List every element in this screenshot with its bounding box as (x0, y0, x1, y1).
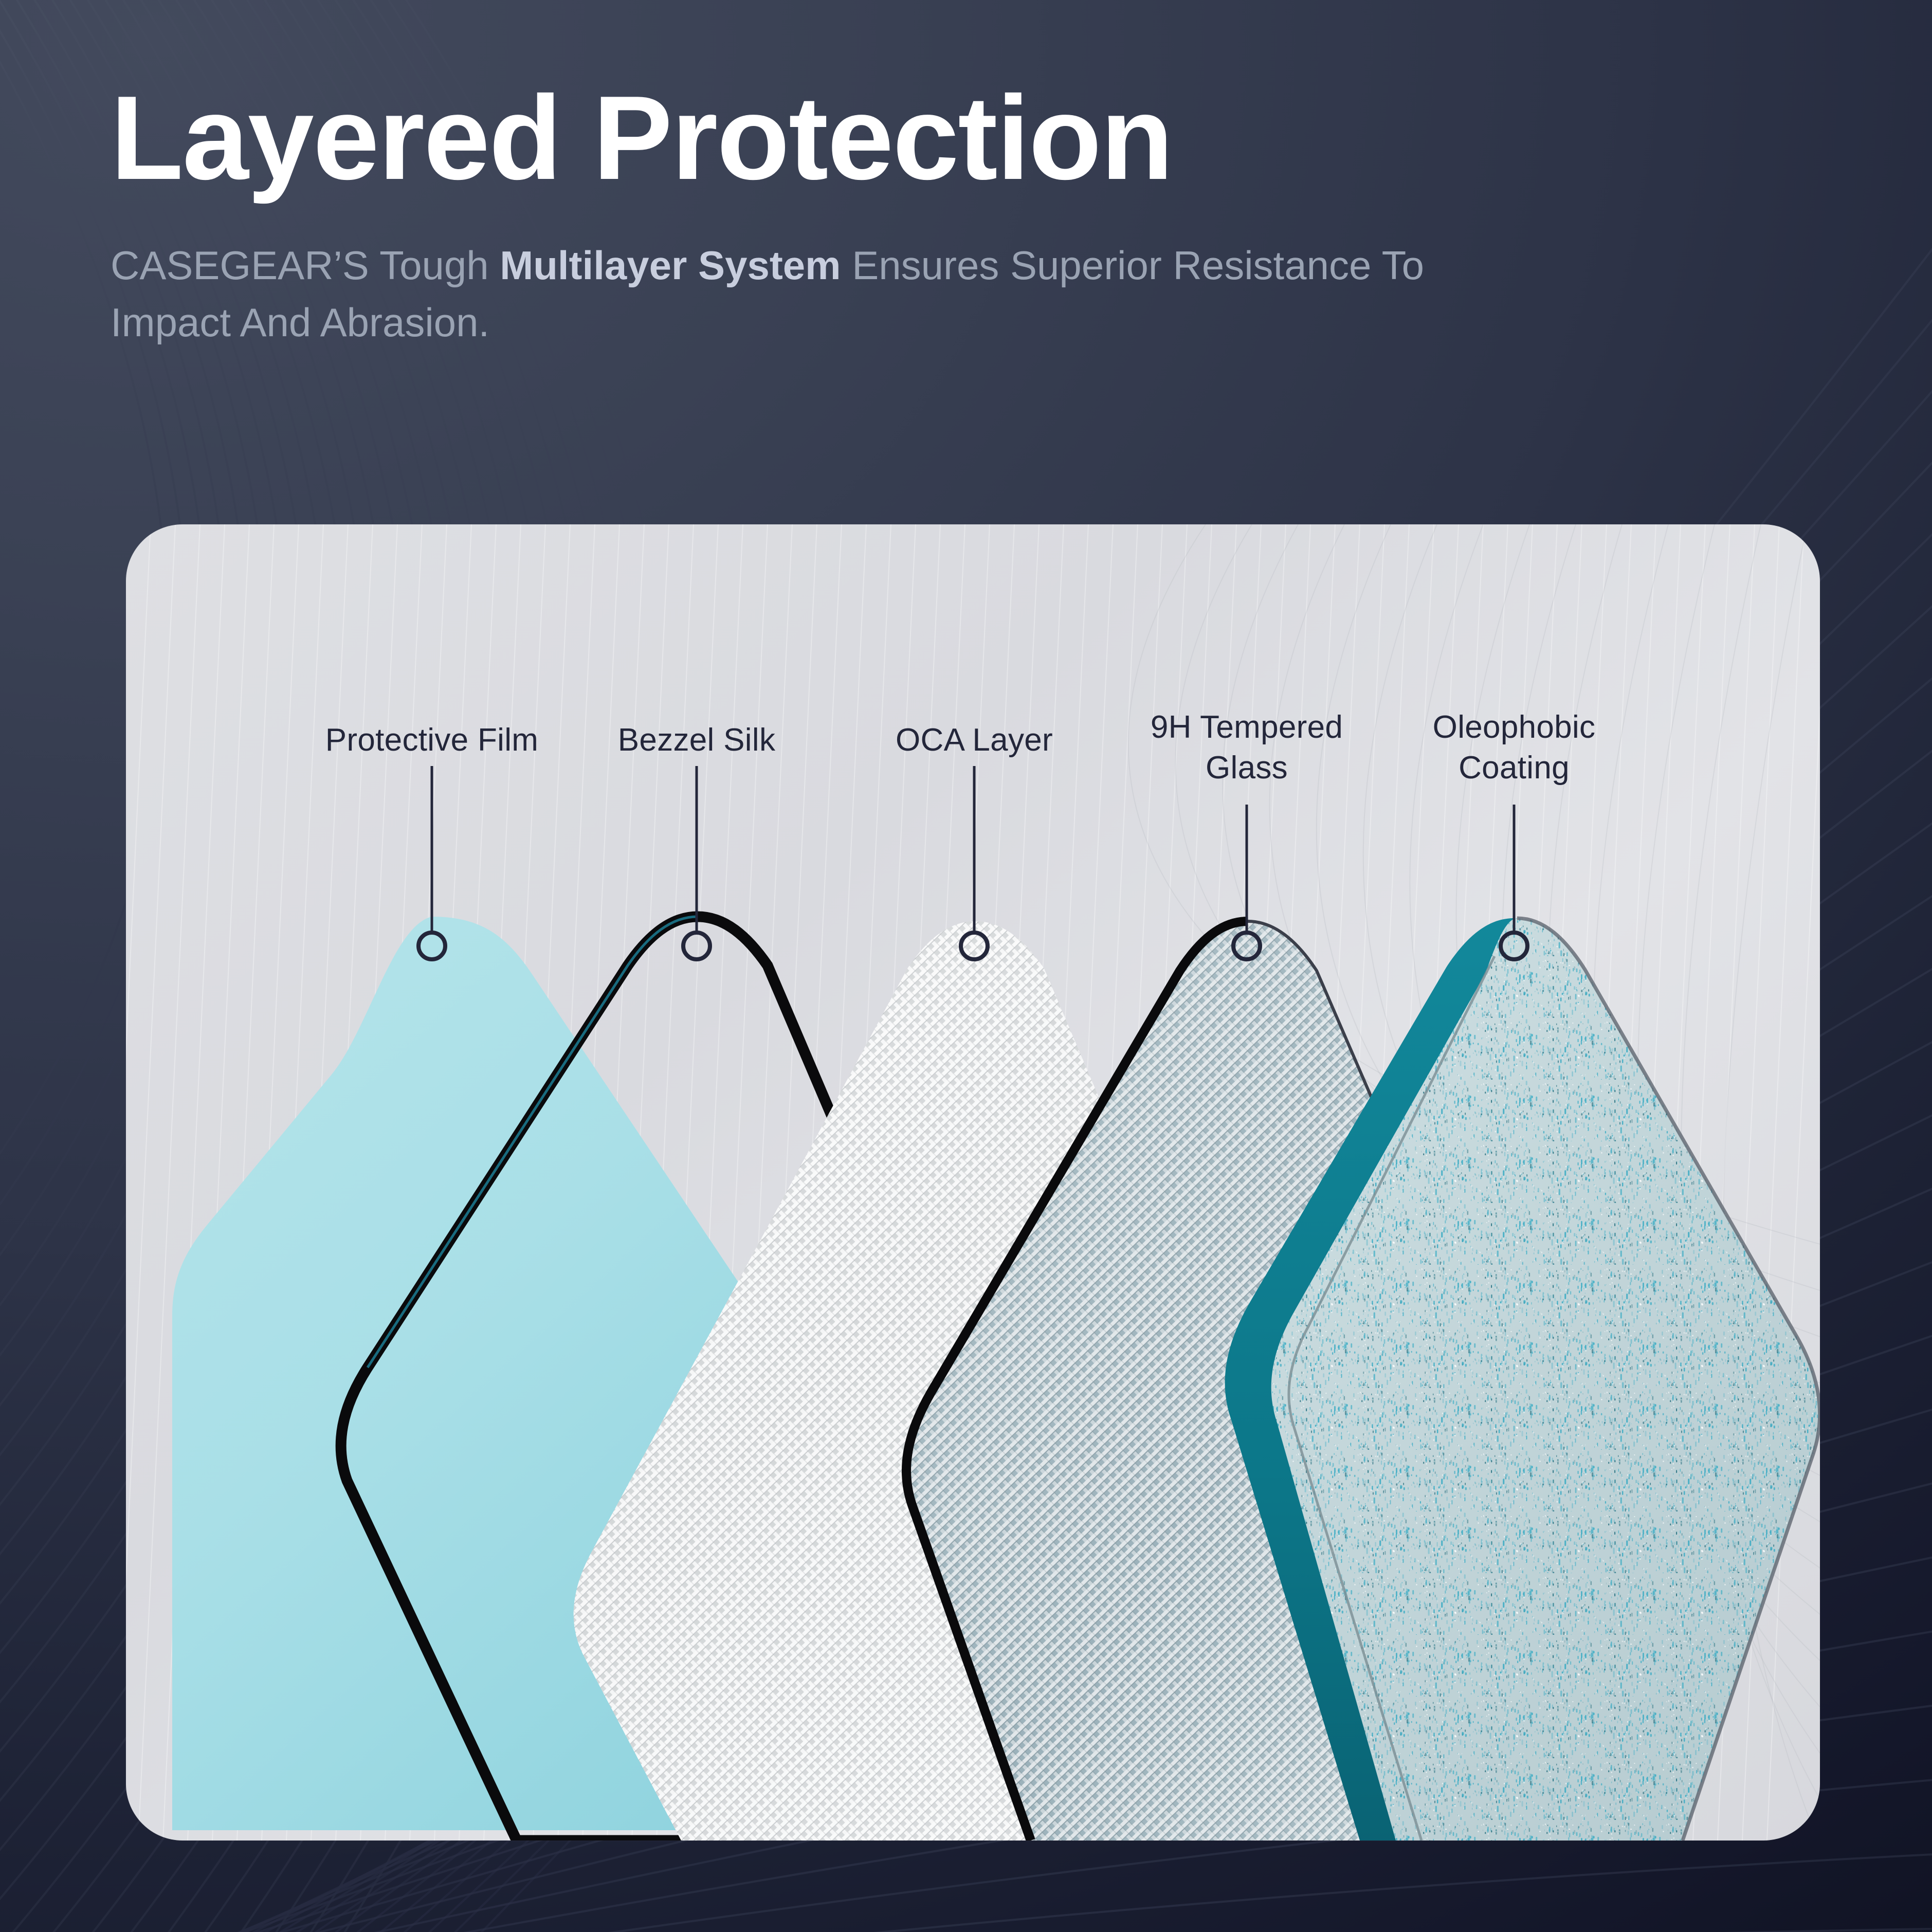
subtitle-part-1: CASEGEAR’S Tough (111, 242, 500, 288)
callout-leaders (416, 766, 1529, 961)
layer-shapes (172, 766, 1820, 1840)
layer-stage (126, 524, 1820, 1840)
page-title: Layered Protection (111, 71, 1173, 205)
page-subtitle: CASEGEAR’S Tough Multilayer System Ensur… (111, 237, 1499, 351)
subtitle-part-2-bold: Multilayer System (500, 242, 841, 288)
layer-diagram-card (126, 524, 1820, 1840)
hero-block: Layered Protection CASEGEAR’S Tough Mult… (111, 77, 1601, 351)
leader-bezzel-silk (681, 766, 712, 961)
